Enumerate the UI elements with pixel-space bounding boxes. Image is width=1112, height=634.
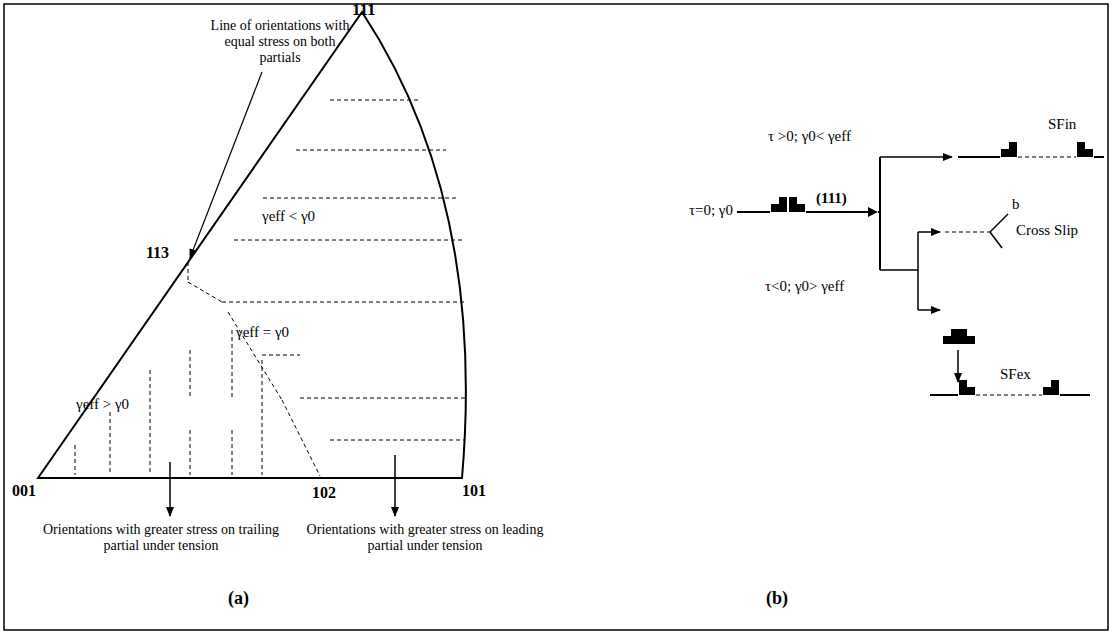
region-label: γeff = γ0 (236, 324, 289, 341)
stereographic-triangle (38, 12, 466, 478)
leader-arrow (169, 462, 171, 516)
pole-label: 113 (146, 244, 169, 262)
dashed-line (190, 350, 191, 398)
partial-dislocation (1001, 142, 1017, 157)
condition-label: τ=0; γ0 (689, 202, 733, 219)
dashed-line (263, 198, 457, 199)
pole-label: 101 (462, 482, 486, 500)
leader-arrow (394, 455, 396, 516)
dashed-line (300, 398, 466, 399)
pole-label: 001 (12, 482, 36, 500)
partial-dislocation (789, 197, 805, 212)
dashed-line (232, 330, 233, 398)
callout-note: Orientations with greater stress on lead… (300, 522, 550, 554)
cross-slip-symbol (990, 214, 1008, 248)
dashed-line (330, 440, 464, 441)
fault-label: SFin (1048, 116, 1076, 133)
dashed-line (75, 445, 76, 475)
dashed-line (330, 100, 418, 101)
branch-bracket (917, 232, 919, 310)
pole-label: 111 (352, 0, 376, 20)
dashed-line (110, 412, 111, 475)
partial-dislocation (943, 329, 959, 344)
callout-note: Line of orientations with equal stress o… (205, 18, 355, 66)
condition-label: τ >0; γ0< γeff (768, 128, 851, 145)
dashed-line (222, 302, 465, 303)
dashed-line (296, 150, 446, 151)
stacking-fault (945, 157, 1076, 395)
pole-label: 102 (312, 484, 336, 502)
slip-plane-lines (737, 157, 1104, 395)
branch-arrow (918, 309, 940, 311)
leader-arrow (190, 72, 262, 258)
down-arrow (957, 350, 959, 382)
panel-label: (a) (228, 588, 249, 609)
dashed-line (232, 430, 233, 475)
dashed-line (262, 360, 263, 475)
panel-label: (b) (766, 588, 788, 609)
condition-label: τ<0; γ0> γeff (765, 278, 844, 295)
partial-dislocation (771, 197, 787, 212)
dashed-line (262, 355, 300, 356)
dashed-line (234, 240, 462, 241)
partial-dislocation (1043, 380, 1059, 395)
frame (4, 4, 1108, 630)
dislocation-symbols (771, 142, 1093, 395)
partial-dislocation (959, 329, 975, 344)
partial-dislocation (959, 380, 975, 395)
branch-arrow (918, 231, 940, 233)
callout-note: Orientations with greater stress on trai… (36, 522, 286, 554)
dashed-line (282, 400, 320, 476)
plane-label: (111) (816, 190, 847, 207)
dashed-line (190, 430, 191, 475)
dashed-line (150, 370, 151, 475)
region-label: γeff < γ0 (262, 208, 315, 225)
dashed-line (188, 282, 222, 302)
burgers-label: b (1012, 196, 1020, 213)
partial-dislocation (1077, 142, 1093, 157)
branch-arrow (880, 156, 952, 158)
fault-label: SFex (1000, 366, 1031, 383)
arrow-head (868, 207, 878, 217)
branch-arrow (880, 269, 918, 271)
region-label: γeff > γ0 (76, 396, 129, 413)
dashed-lines (75, 100, 466, 476)
process-label: Cross Slip (1016, 222, 1078, 239)
dashed-line (188, 262, 189, 282)
